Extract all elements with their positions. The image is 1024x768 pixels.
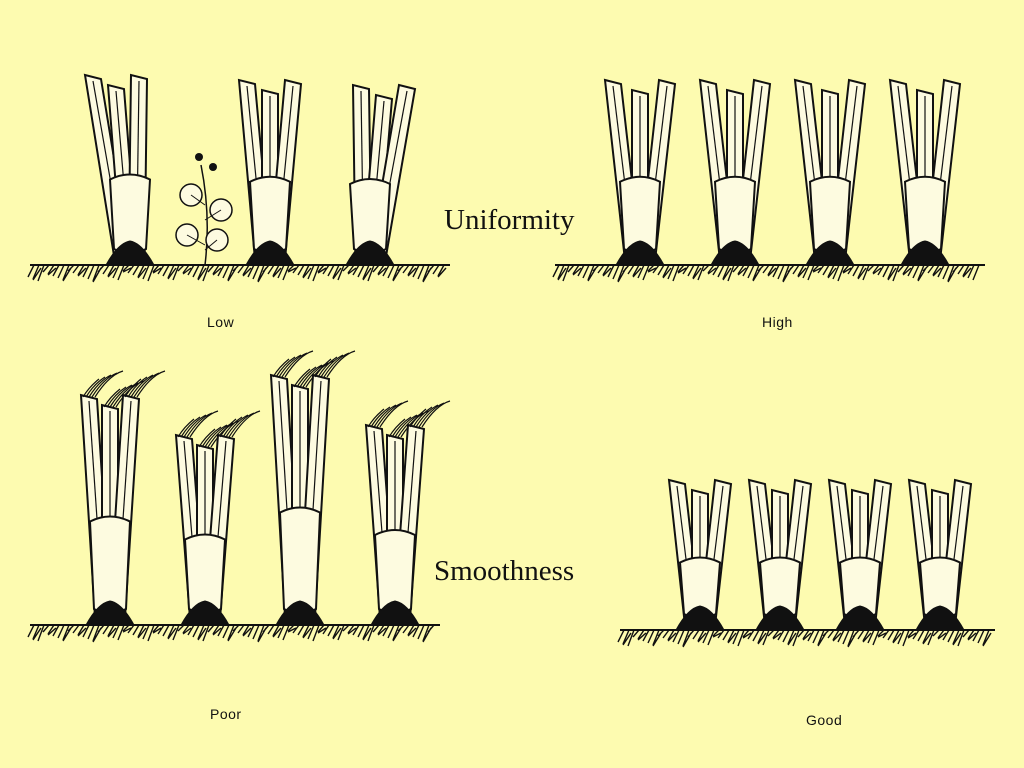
grass-stalk bbox=[603, 78, 677, 266]
grass-stalk bbox=[747, 478, 813, 631]
grass-stalk bbox=[827, 478, 893, 631]
illustration-high bbox=[552, 78, 985, 283]
grass-stalk bbox=[79, 370, 166, 626]
soil-line bbox=[552, 264, 985, 283]
grass-stalk bbox=[793, 78, 867, 266]
grass-stalk bbox=[698, 78, 772, 266]
illustration-poor bbox=[27, 350, 451, 643]
grass-stalk bbox=[83, 73, 155, 266]
grass-stalk bbox=[237, 78, 303, 266]
grass-stalk bbox=[174, 410, 261, 626]
caption-high: High bbox=[762, 314, 793, 330]
grass-stalk bbox=[364, 400, 451, 626]
panel-good-smoothness bbox=[617, 465, 1000, 675]
illustration-good bbox=[617, 478, 995, 648]
caption-good: Good bbox=[806, 712, 843, 728]
caption-low: Low bbox=[207, 314, 235, 330]
grass-stalk bbox=[907, 478, 973, 631]
panel-low-uniformity bbox=[27, 60, 470, 320]
caption-poor: Poor bbox=[210, 706, 242, 722]
grass-stalk bbox=[888, 78, 962, 266]
weed-plant bbox=[175, 153, 233, 266]
panel-poor-smoothness bbox=[27, 350, 451, 675]
heading-smoothness: Smoothness bbox=[434, 555, 575, 587]
grass-stalk bbox=[269, 350, 356, 626]
illustration-low bbox=[27, 73, 450, 283]
heading-uniformity: Uniformity bbox=[444, 204, 575, 236]
grass-stalk bbox=[345, 83, 417, 266]
soil-line bbox=[27, 264, 450, 283]
grass-stalk bbox=[667, 478, 733, 631]
soil-line bbox=[27, 624, 440, 643]
panel-high-uniformity bbox=[552, 60, 995, 320]
soil-line bbox=[617, 629, 995, 648]
